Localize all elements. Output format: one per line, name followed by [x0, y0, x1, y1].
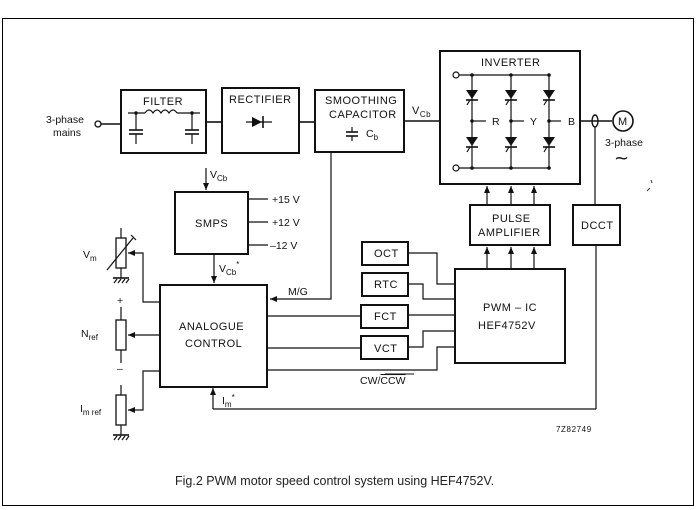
filter-lc-circuit-icon [128, 109, 200, 144]
thyristor-bridge-icon [452, 71, 561, 172]
phase-y-label: Y [530, 116, 537, 128]
pulse-amplifier-block: PULSE AMPLIFIER [469, 204, 551, 246]
thyristor-upper-icon [505, 90, 517, 106]
pwm-label-line1: PWM – IC [483, 302, 537, 314]
vm-label: Vm [83, 249, 97, 263]
analogue-label-line2: CONTROL [185, 338, 242, 350]
rectifier-block: RECTIFIER [221, 87, 300, 154]
smps-block: SMPS [174, 191, 249, 255]
fct-block: FCT [360, 304, 409, 329]
rectifier-label: RECTIFIER [229, 94, 292, 106]
vcb-star-label: VCb* [219, 260, 239, 277]
dcct-block: DCCT [572, 204, 621, 246]
vct-label: VCT [374, 343, 398, 355]
mains-label-line2: mains [53, 127, 81, 139]
pulse-to-inverter-arrows [484, 186, 537, 205]
nref-potentiometer-icon [115, 307, 127, 363]
figure-caption: Fig.2 PWM motor speed control system usi… [175, 474, 495, 488]
pwm-label-line2: HEF4752V [478, 320, 536, 332]
mains-label-line1: 3-phase [46, 114, 84, 126]
oct-label: OCT [374, 248, 399, 260]
vct-block: VCT [360, 335, 409, 360]
imref-potentiometer-icon [113, 385, 130, 441]
fct-label: FCT [374, 311, 397, 323]
cb-label: Cb [366, 128, 379, 142]
ac-symbol-icon: ~ [614, 148, 629, 169]
pulse-label-line2: AMPLIFIER [478, 227, 541, 239]
diagram-frame [2, 18, 694, 506]
timing-wires [267, 252, 455, 371]
smps-label: SMPS [195, 218, 228, 230]
motor-icon [612, 110, 634, 132]
thyristor-lower-icon [505, 137, 517, 153]
vm-potentiometer-icon [106, 228, 137, 284]
phase-b-label: B [568, 116, 575, 128]
nref-label: Nref [81, 328, 99, 342]
phase-r-label: R [492, 116, 500, 128]
im-star-label: Im* [222, 393, 235, 409]
rtc-block: RTC [361, 272, 409, 297]
minus12v-label: –12 V [270, 240, 297, 252]
capacitor-icon [346, 127, 358, 141]
plus15v-label: +15 V [272, 194, 300, 206]
dcct-label: DCCT [581, 220, 614, 232]
smoothing-capacitor-block: SMOOTHING CAPACITOR Cb [314, 89, 405, 153]
imref-label: Im ref [80, 403, 102, 417]
thyristor-lower-icon [466, 137, 478, 153]
mains-terminal-icon [94, 120, 102, 128]
plus12v-label: +12 V [272, 217, 300, 229]
pwm-to-pulse-arrows [484, 247, 537, 269]
pwm-ic-block: PWM – IC HEF4752V [454, 268, 566, 364]
filter-block: FILTER [120, 89, 207, 154]
filter-label: FILTER [143, 96, 183, 108]
inverter-label: INVERTER [481, 57, 540, 69]
oct-block: OCT [361, 241, 409, 266]
smps-vcb-label: VCb [210, 169, 228, 183]
rtc-label: RTC [374, 279, 398, 291]
motor-phase-label: 3-phase [605, 137, 643, 149]
mg-label: M/G [288, 286, 308, 298]
inverter-block: INVERTER R Y B [439, 50, 581, 185]
motor-label: M [618, 116, 628, 128]
thyristor-upper-icon [466, 90, 478, 106]
thyristor-upper-icon [543, 90, 555, 106]
pulse-label-line1: PULSE [492, 213, 531, 225]
plus-label: + [117, 295, 123, 307]
smoothing-label-line1: SMOOTHING [325, 95, 397, 107]
smoothing-label-line2: CAPACITOR [329, 109, 397, 121]
minus-label: – [117, 363, 123, 375]
thyristor-lower-icon [543, 137, 555, 153]
cw-ccw-label: CW/CCW [360, 375, 406, 387]
mains-input: 3-phase mains [46, 114, 121, 139]
analogue-control-block: ANALOGUE CONTROL [159, 284, 268, 388]
analogue-label-line1: ANALOGUE [179, 321, 244, 333]
diode-icon [246, 116, 272, 128]
stray-mark [646, 179, 653, 192]
vcb-label: VCb [412, 105, 431, 119]
figure-code: 7Z82749 [556, 425, 592, 434]
